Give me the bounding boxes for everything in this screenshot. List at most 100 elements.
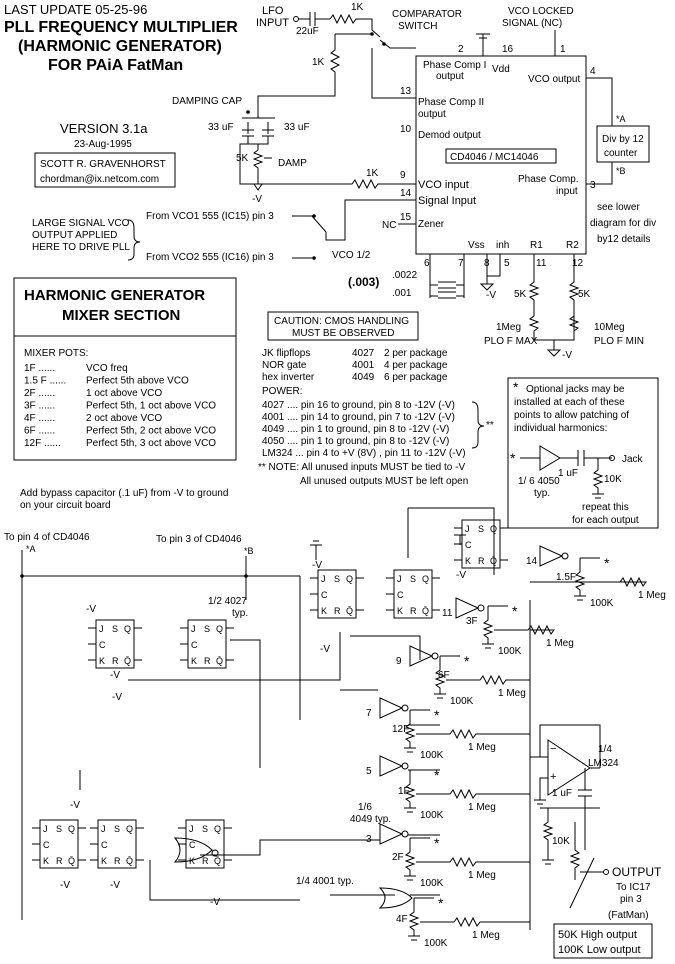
see-lower-3: by12 details xyxy=(597,234,650,245)
vco-locked-label: VCO LOCKED xyxy=(508,6,574,17)
svg-text:R: R xyxy=(114,856,121,866)
svg-text:C: C xyxy=(43,840,50,850)
fatman-label: (FatMan) xyxy=(608,910,649,921)
svg-text:S: S xyxy=(204,624,210,634)
optional-star-icon-2: * xyxy=(510,450,516,466)
part-name: JK flipflops xyxy=(262,348,310,359)
minus-v: -V xyxy=(210,897,220,908)
power-title: POWER: xyxy=(262,386,303,397)
jack-star-icon: * xyxy=(434,835,440,851)
r1meg-label: 1 Meg xyxy=(472,930,500,941)
pin-vdd-label: Vdd xyxy=(492,64,510,75)
harmonic-label: 1F xyxy=(398,786,410,797)
r5k-r2-label: 5K xyxy=(578,289,591,300)
plo-min-label: PLO F MIN xyxy=(594,336,644,347)
jack-star-icon: * xyxy=(604,555,610,571)
pot-key: 1.5 F ...... xyxy=(24,376,66,387)
power-row: 4049 .... pin 1 to ground, pin 8 to -12V… xyxy=(262,424,449,435)
see-lower-2: diagram for div xyxy=(590,218,656,229)
damping-cap-label: DAMPING CAP xyxy=(172,96,242,107)
div-b-label: *B xyxy=(616,166,626,176)
mixer-title-2: MIXER SECTION xyxy=(62,307,180,324)
version-date: 23-Aug-1995 xyxy=(74,139,132,150)
inverter-pin: 9 xyxy=(396,656,402,667)
jack-star-icon: * xyxy=(434,707,440,723)
part-num: 4049 xyxy=(352,372,375,383)
optional-buf-1: 1/ 6 4050 xyxy=(518,476,560,487)
svg-text:S: S xyxy=(202,824,208,834)
chip-name: CD4046 / MC14046 xyxy=(450,152,539,163)
pin-demod-label: Demod output xyxy=(418,130,481,141)
pin-vco-in-label: VCO input xyxy=(418,179,469,191)
jack-star-icon: * xyxy=(464,653,470,669)
svg-text:C: C xyxy=(189,840,196,850)
svg-text:R: R xyxy=(410,606,417,616)
svg-text:K: K xyxy=(321,606,327,616)
part-pkg: 4 per package xyxy=(384,360,448,371)
minus-v-pots: -V xyxy=(562,350,572,361)
svg-text:Q: Q xyxy=(346,574,353,584)
r1k-left-label: 1K xyxy=(312,57,325,68)
optional-cap: 1 uF xyxy=(558,468,578,479)
pin-number: 11 xyxy=(536,258,547,269)
mixer-pots-title: MIXER POTS: xyxy=(24,348,88,359)
svg-text:R: R xyxy=(56,856,63,866)
nor-gate-4f xyxy=(378,887,413,909)
pin-number: 6 xyxy=(424,258,430,269)
jack-star-icon: * xyxy=(512,603,518,619)
lfo-jack xyxy=(293,16,299,22)
svg-text:J: J xyxy=(99,624,104,634)
pin-number: 5 xyxy=(504,258,510,269)
r1k-top-label: 1K xyxy=(351,2,364,13)
optional-buf-2: typ. xyxy=(534,488,550,499)
lm324-1: 1/4 xyxy=(598,744,612,755)
half-4027: 1/2 4027 xyxy=(208,596,247,607)
r1meg-label: 1 Meg xyxy=(468,870,496,881)
minus-v: -V xyxy=(112,692,122,703)
r1k-left xyxy=(257,34,341,108)
svg-text:J: J xyxy=(189,824,194,834)
from-vco1: From VCO1 555 (IC15) pin 3 xyxy=(146,211,274,222)
inverter: 14 xyxy=(526,545,569,567)
svg-text:C: C xyxy=(191,640,198,650)
r100k-label: 100K xyxy=(590,598,614,609)
minus-v: -V xyxy=(60,880,70,891)
lm324-opamp xyxy=(547,739,591,796)
optional-1: Optional jacks may be xyxy=(526,384,625,395)
optional-3: points to allow patching of xyxy=(514,410,629,421)
to-pin3: To pin 3 of CD4046 xyxy=(156,534,242,545)
r1k-vco xyxy=(239,143,416,190)
part-num: 4027 xyxy=(352,348,375,359)
mix-bus xyxy=(529,600,548,930)
lower-a: *A xyxy=(26,544,36,554)
r1k-vco-label: 1K xyxy=(366,168,379,179)
large-signal-1: LARGE SIGNAL VCO xyxy=(32,218,130,229)
inverter-pin: 11 xyxy=(442,608,453,619)
r1meg-label: 1 Meg xyxy=(546,638,574,649)
pot-key: 12F ...... xyxy=(24,438,61,449)
pin-number: 14 xyxy=(400,188,412,199)
minus-v: -V xyxy=(110,880,120,891)
from-vco2: From VCO2 555 (IC16) pin 3 xyxy=(146,252,274,263)
div12-label: Div by 12 xyxy=(602,134,644,145)
switch-label: SWITCH xyxy=(398,21,437,32)
pot-desc: Perfect 5th, 1 oct above VCO xyxy=(86,401,216,412)
pin-pc-in2-label: input xyxy=(556,186,578,197)
note-1: ** NOTE: All unused inputs MUST be tied … xyxy=(258,462,465,473)
pin-pc1-label: Phase Comp I xyxy=(423,60,486,71)
output-ic17: To IC17 xyxy=(616,882,651,893)
c0022-label: .0022 xyxy=(392,270,417,281)
pot-key: 2F ...... xyxy=(24,388,55,399)
large-signal-2: OUTPUT APPLIED xyxy=(32,230,117,241)
svg-text:Q: Q xyxy=(68,824,75,834)
mixer-title-box xyxy=(13,277,237,337)
note-2: All unused outputs MUST be left open xyxy=(300,476,468,487)
svg-text:Q̄: Q̄ xyxy=(346,606,353,616)
harmonic-label: 1.5F xyxy=(556,572,576,583)
